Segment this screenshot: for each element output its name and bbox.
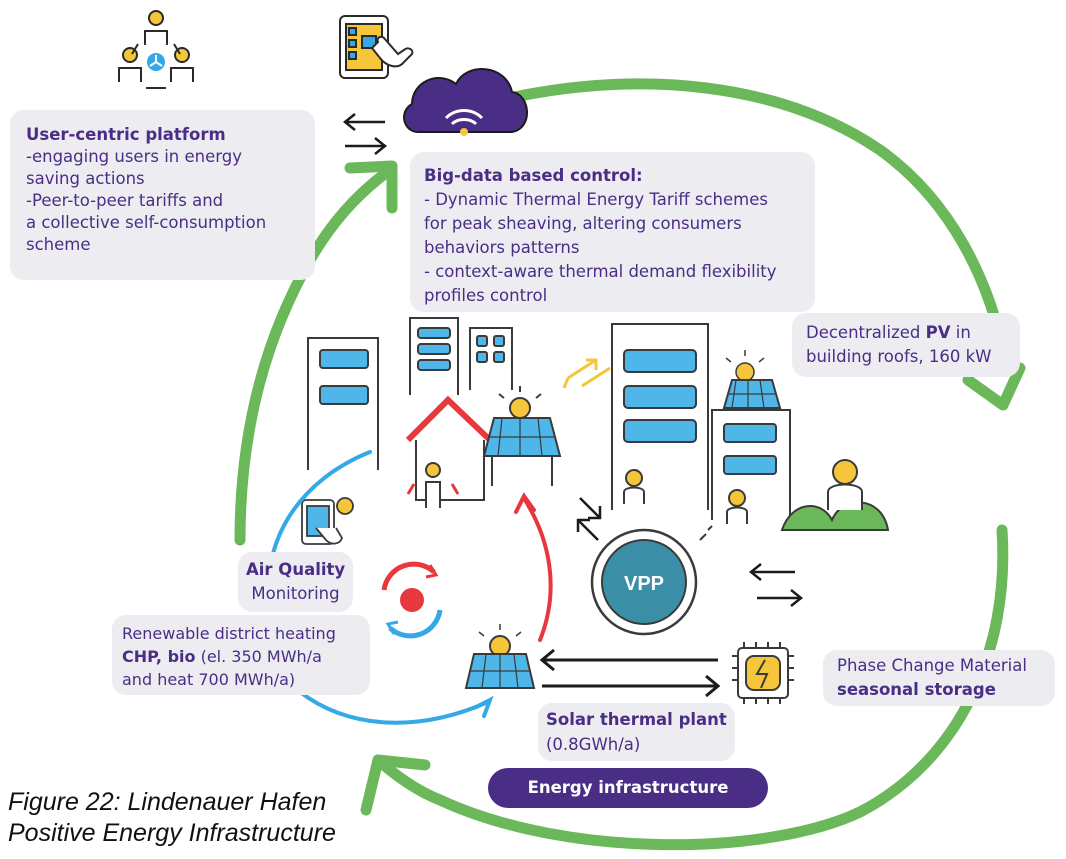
- user-platform-line: a collective self-consumption: [26, 213, 267, 232]
- pv-prefix: Decentralized: [806, 323, 926, 342]
- solar-thermal-title: Solar thermal plant: [546, 710, 727, 729]
- solar-thermal-subtitle: (0.8GWh/a): [546, 735, 641, 754]
- phone-app-icon: [301, 497, 354, 545]
- decentralized-pv-box: Decentralized PV in building roofs, 160 …: [792, 313, 1020, 377]
- big-data-line: - Dynamic Thermal Energy Tariff schemes: [424, 190, 768, 209]
- user-platform-line: scheme: [26, 235, 91, 254]
- solar-panel-icon: [464, 624, 536, 689]
- heating-rest: (el. 350 MWh/a: [195, 647, 322, 666]
- big-data-control-box: Big-data based control: - Dynamic Therma…: [410, 152, 815, 312]
- pcm-line-1: Phase Change Material: [837, 656, 1027, 675]
- pv-suffix: in: [950, 323, 971, 342]
- exchange-arrows-icon: [342, 113, 388, 155]
- air-quality-title: Air Quality: [246, 560, 346, 579]
- roof-solar-panel-icon: [722, 350, 782, 409]
- user-platform-title: User-centric platform: [26, 125, 226, 144]
- energy-infrastructure-label: Energy infrastructure: [488, 768, 768, 808]
- pcm-line-2: seasonal storage: [837, 680, 996, 699]
- big-data-line: behaviors patterns: [424, 238, 580, 257]
- yellow-exchange-arrows-icon: [562, 358, 611, 389]
- user-platform-line: -Peer-to-peer tariffs and: [26, 191, 224, 210]
- big-data-line: for peak sheaving, altering consumers: [424, 214, 742, 233]
- vpp-exchange-arrows-icon: [748, 563, 804, 607]
- user-avatar-icon: [623, 459, 890, 531]
- touch-phone-icon: [339, 15, 414, 79]
- storage-chip-icon: [732, 642, 794, 704]
- phase-change-storage-box: Phase Change Material seasonal storage: [823, 650, 1055, 706]
- caption-line-1: Figure 22: Lindenauer Hafen: [8, 788, 327, 816]
- user-platform-line: -engaging users in energy: [26, 147, 242, 166]
- house-icon: [405, 386, 562, 508]
- air-quality-box: Air Quality Monitoring: [238, 552, 353, 612]
- vpp-icon: [576, 497, 713, 636]
- cycle-arrows-icon: [381, 561, 443, 639]
- heating-line-3: and heat 700 MWh/a): [122, 670, 296, 689]
- big-data-title: Big-data based control:: [424, 166, 643, 185]
- user-platform-box: User-centric platform -engaging users in…: [10, 110, 315, 280]
- heating-bold: CHP, bio: [122, 647, 196, 666]
- big-data-line: profiles control: [424, 286, 548, 305]
- user-platform-line: saving actions: [26, 169, 145, 188]
- heating-line-2: CHP, bio (el. 350 MWh/a: [122, 645, 360, 668]
- big-data-line: - context-aware thermal demand flexibili…: [424, 262, 777, 281]
- figure-caption: Figure 22: Lindenauer Hafen Positive Ene…: [8, 787, 336, 849]
- heating-line-1: Renewable district heating: [122, 624, 336, 643]
- air-quality-subtitle: Monitoring: [251, 584, 340, 603]
- pv-line-2: building roofs, 160 kW: [806, 347, 992, 366]
- pv-bold: PV: [925, 323, 951, 342]
- caption-line-2: Positive Energy Infrastructure: [8, 819, 336, 847]
- pv-line-1: Decentralized PV in: [806, 321, 1006, 345]
- cloud-wifi-icon: [403, 68, 528, 136]
- solar-thermal-box: Solar thermal plant (0.8GWh/a): [538, 703, 735, 761]
- storage-exchange-arrows: [539, 648, 721, 698]
- community-users-icon: [118, 10, 194, 89]
- district-heating-box: Renewable district heating CHP, bio (el.…: [112, 615, 370, 695]
